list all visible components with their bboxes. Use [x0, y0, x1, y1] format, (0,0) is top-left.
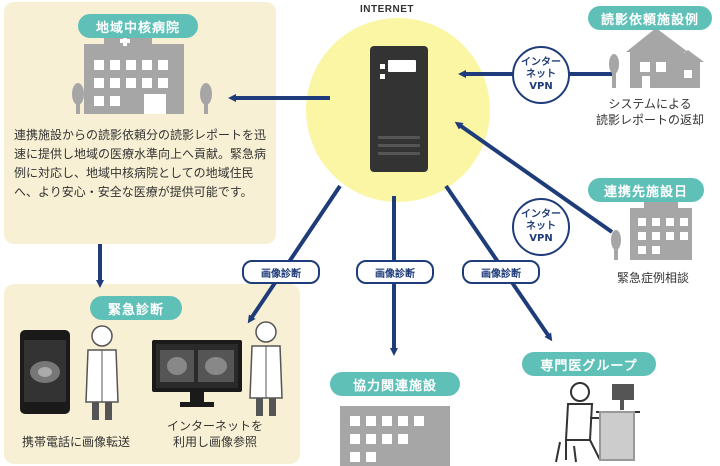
cooperating-building-icon — [340, 406, 450, 466]
vpn-line3: VPN — [529, 233, 553, 244]
monitor-caption-line2: 利用し画像参照 — [172, 435, 257, 449]
doctor-icon-1 — [85, 325, 119, 420]
mobile-caption: 携帯電話に画像転送 — [21, 435, 130, 449]
arrow-to-emergency-monitor — [247, 184, 342, 324]
monitor-caption-line1: インターネットを — [166, 419, 263, 433]
vpn-line2: ネット — [526, 221, 556, 232]
doctor-at-desk-icon — [555, 382, 640, 463]
vpn-badge-partner: インター ネット VPN — [512, 198, 570, 256]
cooperating-facility-title: 協力関連施設 — [330, 372, 460, 396]
image-diagnosis-tag-left: 画像診断 — [242, 260, 320, 284]
image-diagnosis-tag-center: 画像診断 — [356, 260, 434, 284]
internet-label: INTERNET — [360, 4, 414, 15]
doctor-icon-2 — [249, 321, 283, 416]
image-diagnosis-tag-right: 画像診断 — [462, 260, 540, 284]
reading-facility-title: 読影依頼施設例 — [588, 6, 712, 30]
vpn-line3: VPN — [529, 81, 553, 92]
hospital-building-icon — [72, 34, 212, 114]
vpn-line2: ネット — [526, 69, 556, 80]
monitor-icon — [152, 340, 242, 407]
server-icon — [370, 46, 428, 172]
reading-facility-caption-line2: 読影レポートの返却 — [595, 113, 704, 127]
regional-hospital-description: 連携施設からの読影依頼分の読影レポートを迅速に提供し地域の医療水準向上へ貢献。緊… — [14, 128, 267, 199]
vpn-line1: インター — [521, 209, 561, 220]
emergency-title: 緊急診断 — [90, 296, 182, 320]
vpn-line1: インター — [521, 57, 561, 68]
reading-facility-caption: システムによる 読影レポートの返却 — [582, 96, 718, 128]
specialist-group-title: 専門医グループ — [522, 352, 656, 376]
mobile-phone-icon — [20, 330, 70, 414]
house-icon — [609, 28, 704, 88]
partner-facility-caption: 緊急症例相談 — [616, 271, 689, 285]
monitor-caption: インターネットを 利用し画像参照 — [150, 418, 280, 450]
vpn-badge-reading: インター ネット VPN — [512, 46, 570, 104]
partner-facility-title: 連携先施設日 — [588, 178, 704, 202]
regional-hospital-title: 地域中核病院 — [78, 14, 198, 38]
arrow-from-partner-facility — [454, 121, 614, 234]
reading-facility-caption-line1: システムによる — [608, 97, 692, 111]
partner-building-icon — [611, 200, 692, 260]
